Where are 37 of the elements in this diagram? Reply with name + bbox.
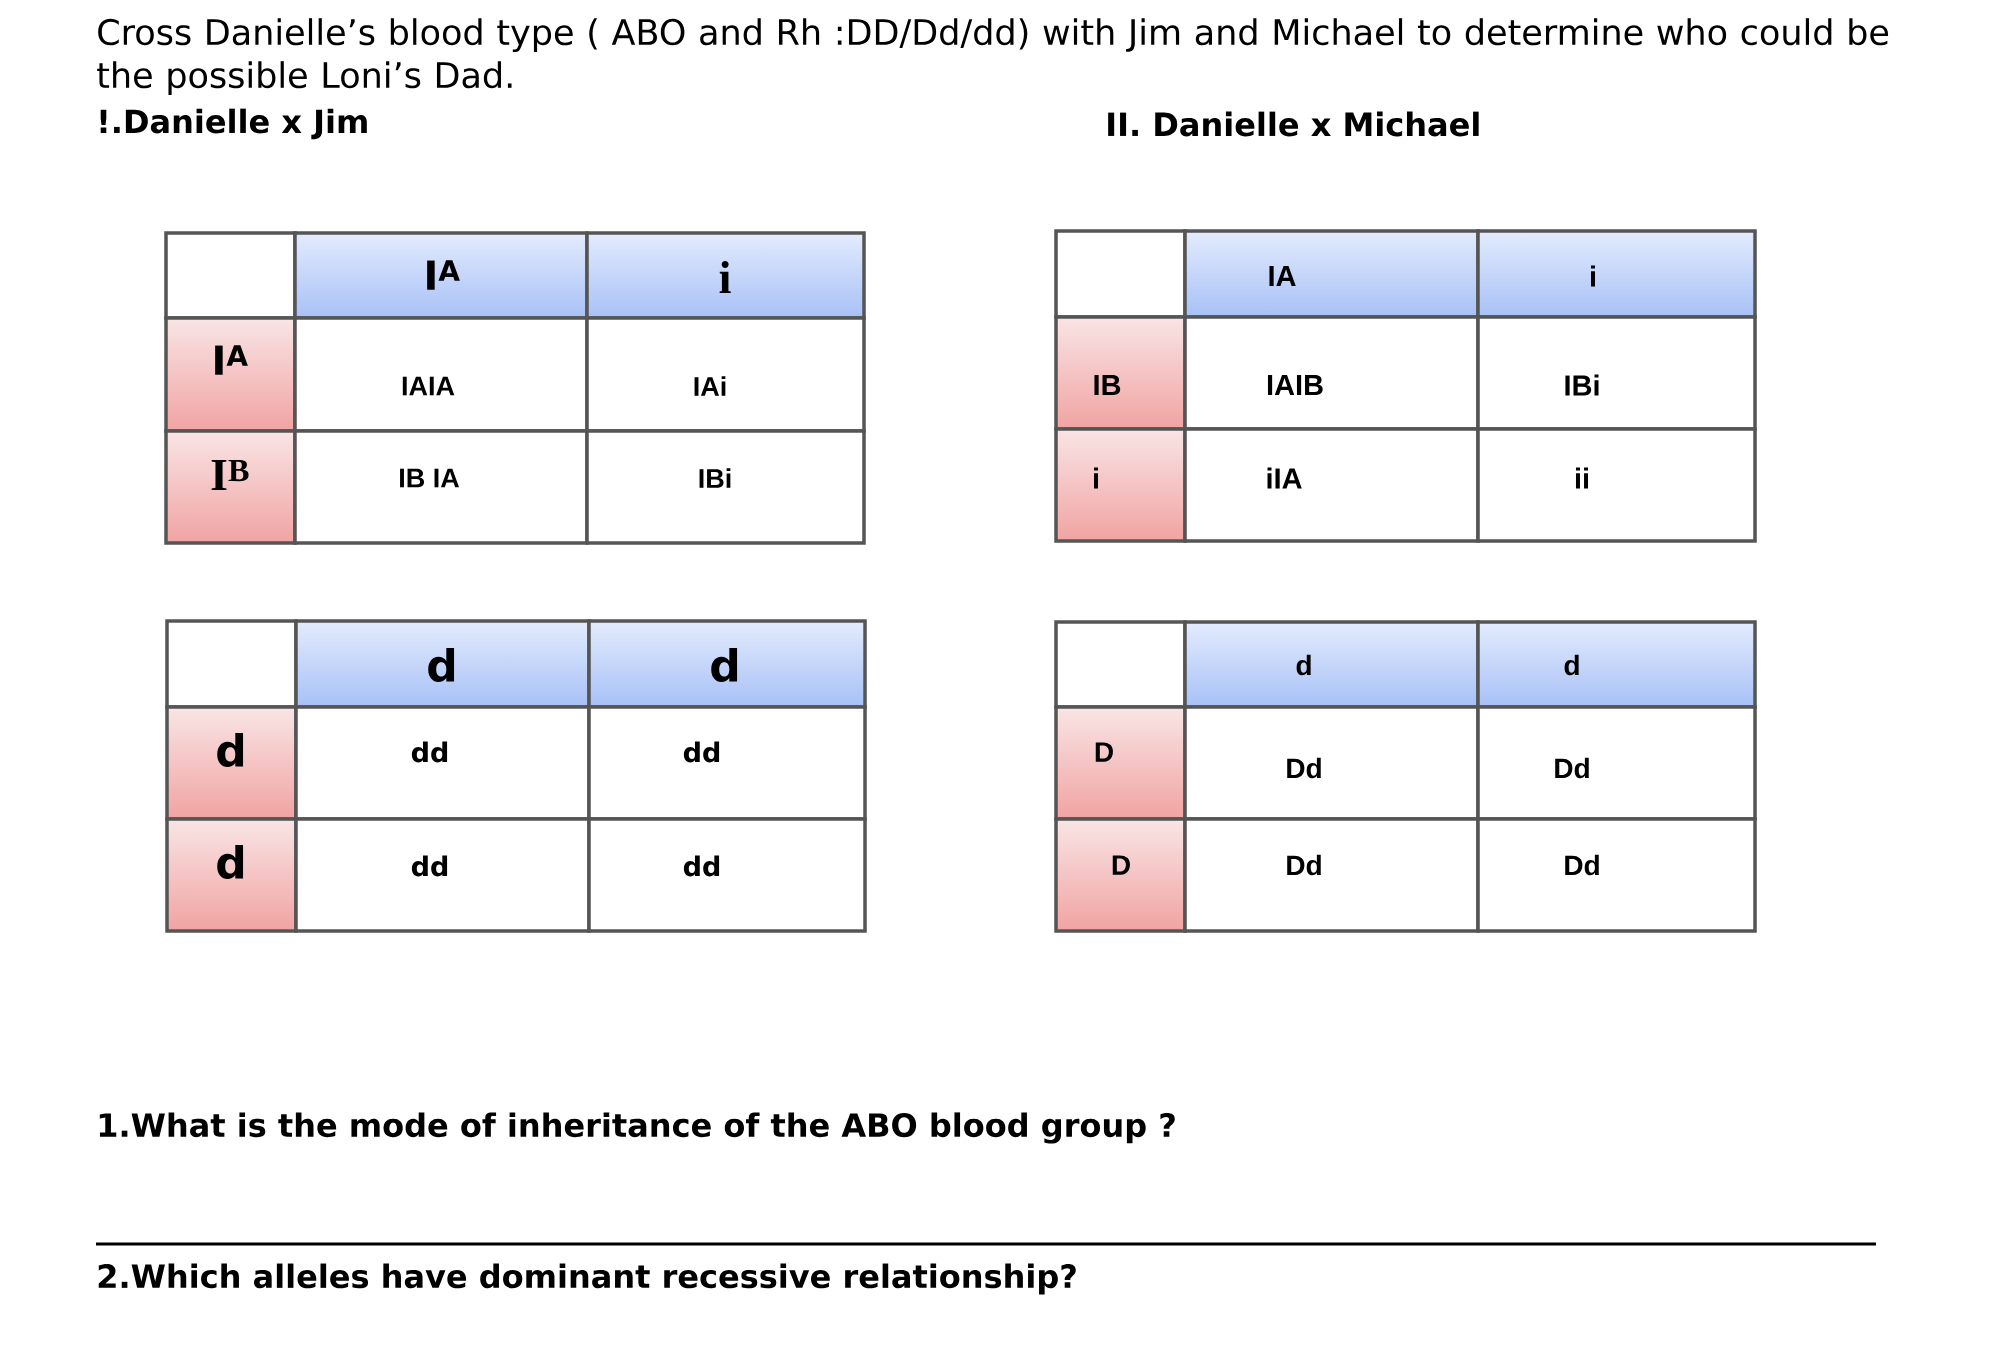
table-cell: Dd	[1476, 817, 1757, 933]
row-header-cell: I$^{B}$	[164, 429, 297, 545]
section-heading: !.Danielle x Jim	[100, 108, 367, 140]
row-header-cell: d	[165, 705, 298, 821]
table-cell: IBi	[1476, 315, 1757, 431]
column-header-cell: i	[1476, 229, 1757, 319]
row-header-cell: IB	[1054, 315, 1187, 431]
table-cell: Dd	[1183, 705, 1480, 821]
row-header-cell: i	[1054, 427, 1187, 543]
row-header-cell: d	[165, 817, 298, 933]
question: 2.Which alleles have dominant recessive relationship?	[98, 1263, 1076, 1295]
question: 1.What is the mode of inheritance of the ABO blood group ?	[99, 1112, 1175, 1144]
row-header-cell: I$^{A}$	[164, 316, 297, 433]
heading: Cross Danielle’s blood type ( ABO and Rh :DD/Dd/dd) with Jim and Michael to determine who could be the possible Loni’s Dad.	[97, 18, 1889, 96]
table-cell: IAIA	[293, 316, 589, 433]
row-header-cell: D	[1054, 705, 1187, 821]
column-header-cell: d	[1476, 620, 1757, 709]
table-cell: iIA	[1183, 427, 1480, 543]
column-header-cell: d	[294, 619, 591, 709]
section-heading: II. Danielle x Michael	[1108, 111, 1479, 137]
column-header-cell: I$^{A}$	[293, 231, 589, 320]
column-header-cell: i	[585, 231, 866, 320]
table-cell: IAIB	[1183, 315, 1480, 431]
table-cell: IBi	[585, 429, 866, 545]
table-cell: IAi	[585, 316, 866, 433]
table-cell: Dd	[1183, 817, 1480, 933]
table-cell: dd	[294, 817, 591, 933]
table-cell: ii	[1476, 427, 1757, 543]
column-header-cell: d	[1183, 620, 1480, 709]
table-cell: dd	[587, 817, 867, 933]
column-header-cell: IA	[1183, 229, 1480, 319]
table-cell: dd	[587, 705, 867, 821]
column-header-cell: d	[587, 619, 867, 709]
row-header-cell: D	[1054, 817, 1187, 933]
table-cell: IB IA	[293, 429, 589, 545]
table-cell: Dd	[1476, 705, 1757, 821]
table-cell: dd	[294, 705, 591, 821]
